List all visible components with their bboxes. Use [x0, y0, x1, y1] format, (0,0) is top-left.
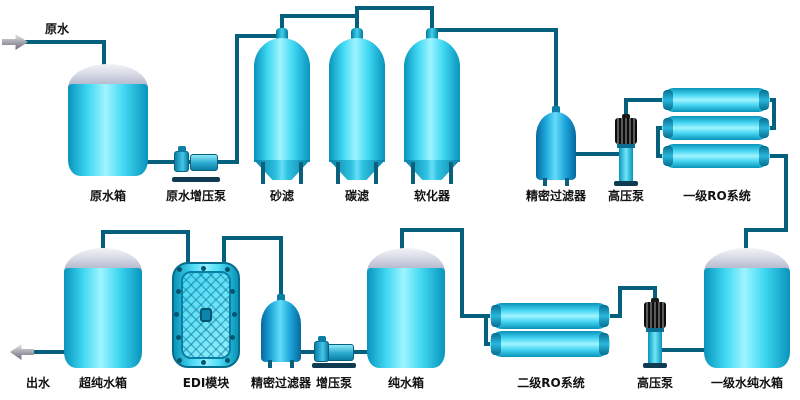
vessel-cone: [254, 160, 310, 180]
edi-module-label: EDI模块: [182, 376, 230, 390]
ro-membrane-tube: [662, 88, 770, 112]
pump-port: [178, 146, 186, 152]
stage1-pure-water-tank: [704, 248, 790, 368]
pump-flange: [646, 328, 664, 332]
outlet-label: 出水: [25, 376, 51, 390]
booster-pump-label: 增压泵: [315, 376, 353, 390]
softener-vessel: [404, 28, 460, 184]
ro-membrane-tube: [490, 303, 610, 329]
pump-column: [619, 148, 633, 181]
ro-system-stage2-label: 二级RO系统: [517, 376, 585, 390]
vessel-leg: [261, 162, 265, 184]
pipe-ro2-to-pure-tank: [400, 228, 498, 318]
pure-water-tank-label: 纯水箱: [387, 376, 425, 390]
pipe-hp-pump2-to-ro2: [610, 286, 657, 318]
raw-booster-pump-label: 原水增压泵: [165, 189, 227, 203]
vessel-leg: [374, 162, 378, 184]
filter-leg: [565, 178, 569, 186]
filter-leg: [268, 360, 272, 368]
pipe-precision2-to-edi: [222, 236, 283, 306]
softener-label: 软化器: [413, 189, 451, 203]
filter-body: [261, 300, 301, 362]
precision-filter-bottom: [261, 294, 301, 368]
pipe-softener-to-precision-filter: [432, 28, 558, 118]
pump-column: [648, 332, 662, 363]
stage1-pure-water-tank-label: 一级水纯水箱: [710, 376, 784, 390]
ro-membrane-tube: [662, 116, 770, 140]
motor-cap: [651, 298, 659, 303]
carbon-filter-vessel: [329, 28, 385, 184]
high-pressure-pump-top-label: 高压泵: [607, 189, 645, 203]
pure-water-tank: [367, 248, 445, 368]
edi-center-port: [200, 308, 212, 322]
ro-membrane-tube: [490, 331, 610, 357]
motor-cap: [622, 114, 630, 119]
tank-body: [367, 268, 445, 368]
edi-module: [172, 262, 240, 368]
filter-fitting: [552, 106, 560, 116]
booster-pump: [312, 336, 356, 368]
pump-base: [643, 363, 667, 368]
vessel-body: [254, 64, 310, 162]
pump-motor: [326, 344, 354, 361]
high-pressure-pump-top: [611, 114, 641, 186]
pump-head: [174, 151, 189, 172]
pump-port: [318, 336, 326, 342]
pipe-ro1-connector-right: [766, 98, 776, 130]
vessel-leg: [411, 162, 415, 184]
pump-flange: [617, 144, 635, 148]
filter-fitting: [277, 294, 285, 304]
filter-leg: [543, 178, 547, 186]
edi-bolts: [177, 267, 182, 272]
vessel-cone: [404, 160, 460, 180]
ro-system-stage1-label: 一级RO系统: [683, 189, 751, 203]
pump-base: [172, 177, 220, 182]
sand-filter-vessel: [254, 28, 310, 184]
filter-body: [536, 112, 576, 180]
vessel-leg: [449, 162, 453, 184]
sand-filter-label: 砂滤: [269, 189, 295, 203]
high-pressure-pump-bottom-label: 高压泵: [636, 376, 674, 390]
pump-base: [614, 181, 638, 186]
pipe-carbon-to-softener: [355, 6, 434, 30]
carbon-filter-label: 碳滤: [344, 189, 370, 203]
ribbed-motor: [615, 118, 637, 144]
vessel-body: [404, 64, 460, 162]
precision-filter-top: [536, 106, 576, 186]
pipe-ro1-to-stage1-tank: [744, 154, 788, 266]
pump-base: [312, 363, 356, 368]
filter-leg: [290, 360, 294, 368]
ro-membrane-tube: [662, 144, 770, 168]
pump-head: [314, 341, 329, 362]
pump-motor: [190, 154, 218, 171]
raw-water-booster-pump: [172, 146, 220, 182]
tank-body: [64, 268, 142, 368]
vessel-cone: [329, 160, 385, 180]
vessel-body: [329, 64, 385, 162]
tank-body: [704, 268, 790, 368]
precision-filter-bottom-label: 精密过滤器: [250, 376, 312, 390]
ribbed-motor: [644, 302, 666, 328]
ultrapure-tank-label: 超纯水箱: [78, 376, 128, 390]
vessel-leg: [299, 162, 303, 184]
raw-water-tank: [68, 64, 148, 176]
vessel-leg: [336, 162, 340, 184]
raw-water-tank-label: 原水箱: [89, 189, 127, 203]
high-pressure-pump-bottom: [640, 298, 670, 368]
ultrapure-water-tank: [64, 248, 142, 368]
inlet-label: 原水: [44, 22, 70, 36]
precision-filter-top-label: 精密过滤器: [525, 189, 587, 203]
tank-body: [68, 84, 148, 176]
